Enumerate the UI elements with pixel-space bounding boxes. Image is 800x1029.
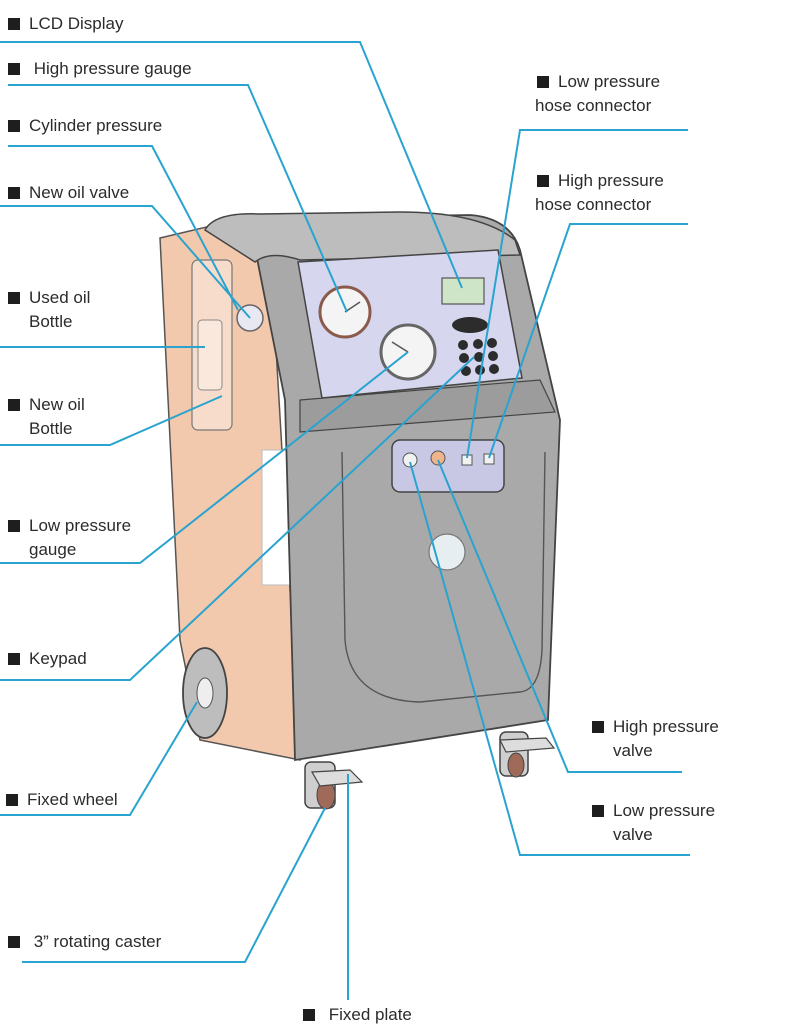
label-keypad-line1: Keypad: [29, 649, 87, 668]
bullet-square: [8, 18, 20, 30]
label-low-pressure-gauge: Low pressure gauge: [8, 514, 131, 562]
label-new-oil-bottle-line1: New oil: [29, 395, 85, 414]
leader-rotating-caster: [22, 807, 326, 963]
label-fixed-plate-line1: Fixed plate: [324, 1005, 412, 1024]
bullet-square: [8, 120, 20, 132]
bullet-square: [8, 399, 20, 411]
leader-keypad: [0, 356, 475, 681]
label-fixed-wheel-line1: Fixed wheel: [27, 790, 118, 809]
label-new-oil-bottle-line2: Bottle: [29, 419, 73, 438]
leader-new-oil-bottle: [0, 395, 223, 446]
label-high-pressure-gauge-line1: High pressure gauge: [29, 59, 192, 78]
bullet-square: [8, 187, 20, 199]
keypad-buttons: [452, 317, 499, 376]
label-low-pressure-hose-connector-line2: hose connector: [535, 96, 652, 115]
label-rotating-caster-line1: 3” rotating caster: [29, 932, 162, 951]
label-low-pressure-valve: Low pressure valve: [592, 799, 715, 847]
fixed-plate-shape: [310, 769, 364, 787]
label-lcd-display: LCD Display: [8, 12, 123, 36]
leader-fixed-wheel: [0, 701, 198, 816]
bullet-square: [592, 721, 604, 733]
leader-low-pressure-gauge: [0, 351, 409, 564]
used-oil-bottle-shape: [197, 319, 223, 391]
label-high-pressure-hose-connector-line1: High pressure: [558, 171, 664, 190]
bullet-square: [8, 520, 20, 532]
label-fixed-wheel: Fixed wheel: [6, 788, 118, 812]
label-high-pressure-hose-connector-line2: hose connector: [535, 195, 652, 214]
top-hood: [204, 211, 522, 263]
leader-lcd-display: [0, 41, 463, 289]
label-low-pressure-hose-connector: Low pressure hose connector: [535, 70, 661, 118]
leader-cylinder-pressure: [8, 145, 239, 311]
panel-shelf: [299, 379, 556, 433]
bullet-square: [537, 76, 549, 88]
bullet-square: [6, 794, 18, 806]
bullet-square: [8, 292, 20, 304]
label-lcd-display-line1: LCD Display: [29, 14, 124, 33]
label-rotating-caster: 3” rotating caster: [8, 930, 161, 954]
leader-high-pressure-hose-connector: [488, 223, 688, 459]
bullet-square: [8, 936, 20, 948]
label-high-pressure-gauge: High pressure gauge: [8, 57, 192, 81]
bullet-square: [8, 653, 20, 665]
label-high-pressure-valve: High pressure valve: [592, 715, 719, 763]
label-low-pressure-gauge-line2: gauge: [29, 540, 77, 559]
label-fixed-plate: Fixed plate: [303, 1003, 412, 1027]
leader-new-oil-valve: [0, 205, 251, 319]
label-low-pressure-hose-connector-line1: Low pressure: [558, 72, 661, 91]
label-high-pressure-valve-line1: High pressure: [613, 717, 719, 736]
label-cylinder-pressure-line1: Cylinder pressure: [29, 116, 163, 135]
lcd-screen: [441, 277, 485, 305]
label-low-pressure-gauge-line1: Low pressure: [29, 516, 132, 535]
label-used-oil-bottle-line2: Bottle: [29, 312, 73, 331]
label-low-pressure-valve-line1: Low pressure: [613, 801, 716, 820]
label-keypad: Keypad: [8, 647, 87, 671]
label-new-oil-bottle: New oil Bottle: [8, 393, 85, 441]
leader-low-pressure-valve: [409, 461, 690, 856]
bullet-square: [592, 805, 604, 817]
label-high-pressure-hose-connector: High pressure hose connector: [535, 169, 664, 217]
front-door-outline: [341, 451, 546, 703]
leader-lines: [0, 41, 690, 1000]
label-low-pressure-valve-line2: valve: [613, 825, 653, 844]
high-pressure-hose-connector-port: [483, 453, 495, 465]
label-high-pressure-valve-line2: valve: [613, 741, 653, 760]
label-new-oil-valve-line1: New oil valve: [29, 183, 130, 202]
leader-low-pressure-hose-connector: [466, 129, 688, 459]
leader-high-pressure-valve: [437, 459, 682, 773]
label-cylinder-pressure: Cylinder pressure: [8, 114, 162, 138]
label-used-oil-bottle-line1: Used oil: [29, 288, 91, 307]
bullet-square: [303, 1009, 315, 1021]
bullet-square: [537, 175, 549, 187]
bullet-square: [8, 63, 20, 75]
leader-high-pressure-gauge: [8, 84, 348, 313]
high-pressure-valve-knob: [430, 450, 446, 466]
low-pressure-valve-knob: [402, 452, 418, 468]
valve-strip: [391, 439, 505, 493]
label-new-oil-valve: New oil valve: [8, 181, 129, 205]
label-used-oil-bottle: Used oil Bottle: [8, 286, 90, 334]
